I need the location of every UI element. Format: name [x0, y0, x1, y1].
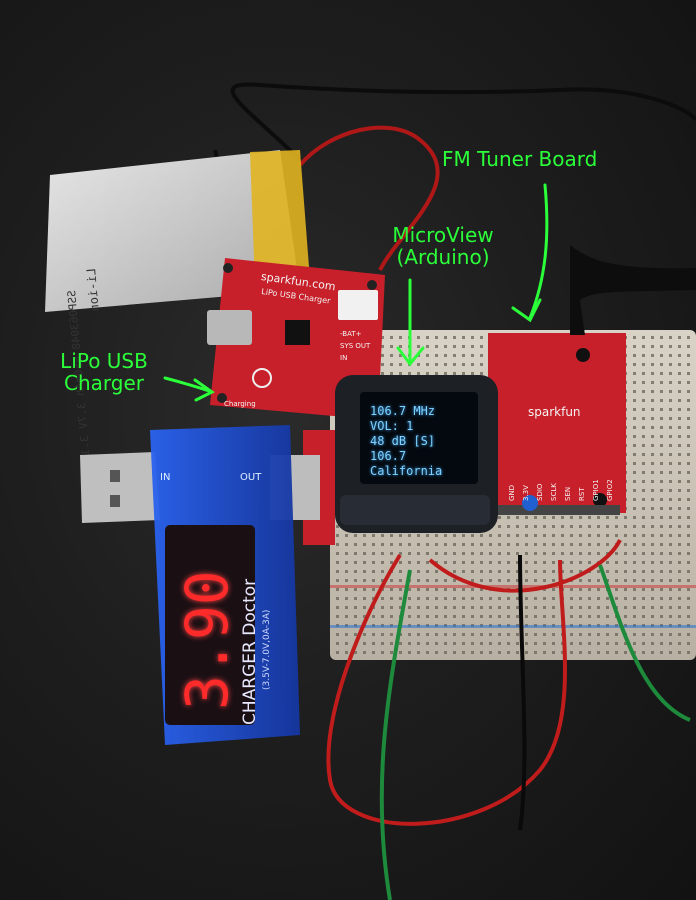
meter-digits: 3.90 — [173, 570, 241, 710]
battery-wire-red — [298, 125, 440, 271]
oled-line: 48 dB [S] — [370, 434, 436, 448]
tuner-pin: GPIO1 — [592, 479, 600, 501]
meter-spec: (3.5V-7.0V,0A-3A) — [262, 609, 272, 690]
meter-in-label: IN — [160, 472, 171, 483]
tuner-pin-labels: GND 3.3V SDIO SCLK SEN RST GPIO1 GPIO2 — [505, 479, 617, 501]
mini-usb-port — [207, 310, 252, 345]
tuner-pin: GPIO2 — [606, 479, 614, 501]
label-lipo-line1: LiPo USB — [60, 349, 148, 373]
meter-out-label: OUT — [240, 472, 262, 483]
jumper-red-2 — [428, 539, 622, 593]
label-lipo-line2: Charger — [64, 371, 144, 395]
oled-line: 106.7 MHz — [370, 404, 436, 418]
tuner-brand: sparkfun — [528, 405, 581, 419]
jst-connector — [338, 290, 378, 320]
oled-screen: 106.7 MHz VOL: 1 48 dB [S] 106.7 Califor… — [370, 404, 470, 479]
tuner-pin: 3.3V — [522, 485, 530, 501]
microview-module — [335, 375, 498, 533]
oled-line: 106.7 — [370, 449, 407, 463]
label-microview: MicroView (Arduino) — [378, 224, 508, 268]
battery-wire-black — [230, 82, 696, 162]
jumper-green-2 — [598, 564, 691, 722]
tuner-pin: SEN — [564, 486, 572, 501]
annotation-arrows — [163, 183, 549, 402]
tuner-pin: SCLK — [550, 483, 558, 501]
meter-brand: CHARGER Doctor — [240, 578, 260, 725]
oled-line: California — [370, 464, 443, 478]
fm-tuner-board — [488, 245, 696, 515]
label-microview-line1: MicroView — [392, 223, 494, 247]
label-fm-tuner: FM Tuner Board — [442, 147, 598, 171]
label-microview-line2: (Arduino) — [396, 245, 490, 269]
usb-charger-doctor — [80, 425, 320, 745]
battery-label-1: Li-ion — [84, 268, 102, 312]
oled-line: VOL: 1 — [370, 419, 414, 433]
charger-pin-bat: -BAT+ — [340, 330, 362, 338]
charger-charging-label: Charging — [224, 400, 256, 408]
jumper-red — [326, 553, 567, 826]
charger-pin-sys: SYS OUT — [340, 342, 371, 350]
jumper-black — [518, 554, 527, 831]
label-lipo-charger: LiPo USB Charger — [44, 350, 164, 394]
tuner-pin: SDIO — [536, 483, 544, 501]
charger-chip — [285, 320, 310, 345]
headphone-cable — [570, 245, 696, 335]
charger-pin-in: IN — [340, 354, 348, 362]
jumper-green — [379, 569, 412, 900]
usb-plug-male — [80, 452, 160, 523]
tuner-pin: RST — [578, 487, 586, 501]
led-display — [165, 525, 255, 725]
capacitor — [522, 495, 538, 511]
tuner-pin: GND — [508, 484, 516, 501]
